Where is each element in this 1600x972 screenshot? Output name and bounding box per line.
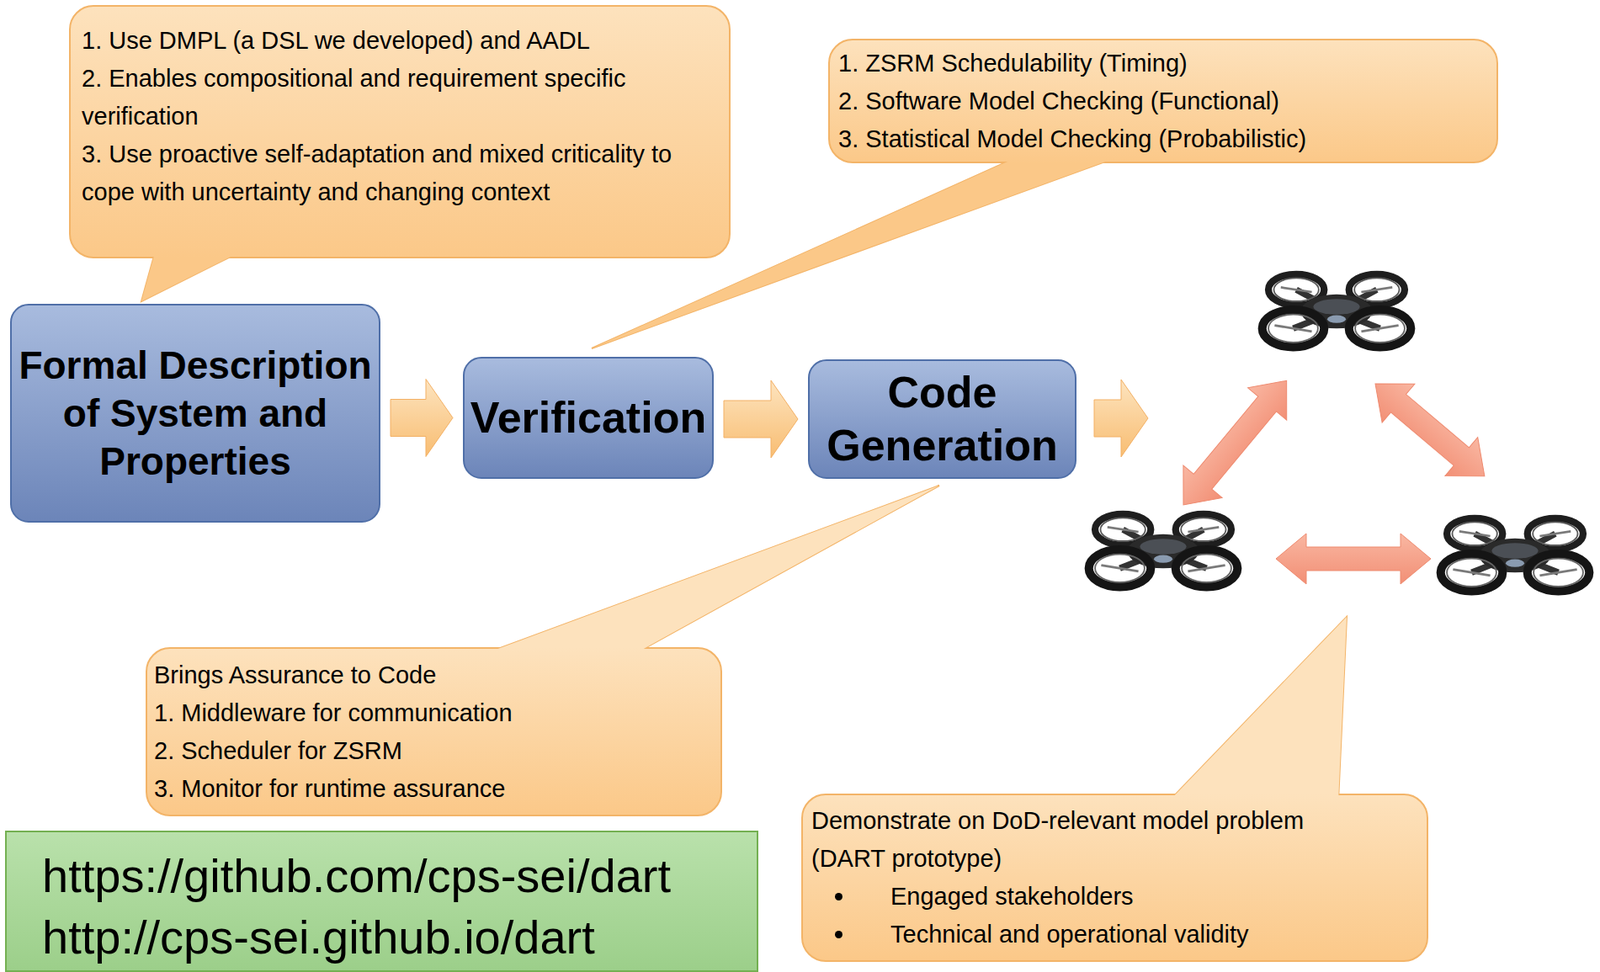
callout-text: 3. Use proactive self-adaptation and mix… <box>81 135 719 212</box>
callout-tail <box>591 154 1124 349</box>
callout-bubble: 1. ZSRM Schedulability (Timing)2. Softwa… <box>828 38 1499 164</box>
process-box: Verification <box>462 356 714 479</box>
block-arrow <box>1094 379 1149 458</box>
callout-tail-fill <box>141 249 245 302</box>
callout-tail-fill <box>591 154 1124 349</box>
link-box: https://github.com/cps-sei/darthttp://cp… <box>5 830 759 972</box>
drone <box>1089 514 1239 587</box>
double-arrow <box>1275 533 1431 585</box>
callout-text: 3. Monitor for runtime assurance <box>154 770 713 808</box>
callout-text: 2. Enables compositional and requirement… <box>81 59 719 136</box>
callout-text: Brings Assurance to Code <box>154 656 713 695</box>
double-arrow <box>1164 364 1307 521</box>
bullet-item: Technical and operational validity <box>811 915 1419 954</box>
double-arrow <box>1359 364 1502 496</box>
drone <box>1440 518 1590 591</box>
url-text: http://cps-sei.github.io/dart <box>42 906 740 968</box>
callout-text: 2. Scheduler for ZSRM <box>154 732 713 771</box>
callout-tail <box>479 485 940 656</box>
callout-bubble: 1. Use DMPL (a DSL we developed) and AAD… <box>69 5 731 259</box>
callout-tail-fill <box>1168 616 1347 803</box>
callout-body <box>69 5 730 258</box>
box-label: Code Generation <box>814 366 1070 473</box>
callout-text: 2. Software Model Checking (Functional) <box>838 82 1489 121</box>
callout-body <box>802 794 1428 962</box>
process-box: Code Generation <box>807 359 1077 479</box>
drone <box>1262 274 1412 347</box>
callout-text: 1. Middleware for communication <box>154 694 713 733</box>
callout-body <box>829 39 1498 163</box>
callout-text: Demonstrate on DoD-relevant model proble… <box>811 802 1334 878</box>
callout-bubble: Brings Assurance to Code1. Middleware fo… <box>145 647 723 817</box>
callout-text: 1. Use DMPL (a DSL we developed) and AAD… <box>81 21 719 60</box>
callout-tail <box>1168 616 1347 803</box>
callout-text: 1. ZSRM Schedulability (Timing) <box>838 44 1489 83</box>
bullet-item: Engaged stakeholders <box>811 877 1419 916</box>
block-arrow <box>723 380 798 458</box>
url-text: https://github.com/cps-sei/dart <box>42 845 740 907</box>
block-arrow <box>390 379 453 458</box>
callout-bubble: Demonstrate on DoD-relevant model proble… <box>801 793 1429 963</box>
callout-tail <box>141 249 245 302</box>
callout-tail-fill <box>479 485 940 656</box>
callout-text: 3. Statistical Model Checking (Probabili… <box>838 120 1489 159</box>
box-label: Verification <box>469 391 707 445</box>
process-box: Formal Description of System and Propert… <box>10 303 381 523</box>
box-label: Formal Description of System and Propert… <box>16 341 374 486</box>
callout-body <box>146 648 722 816</box>
